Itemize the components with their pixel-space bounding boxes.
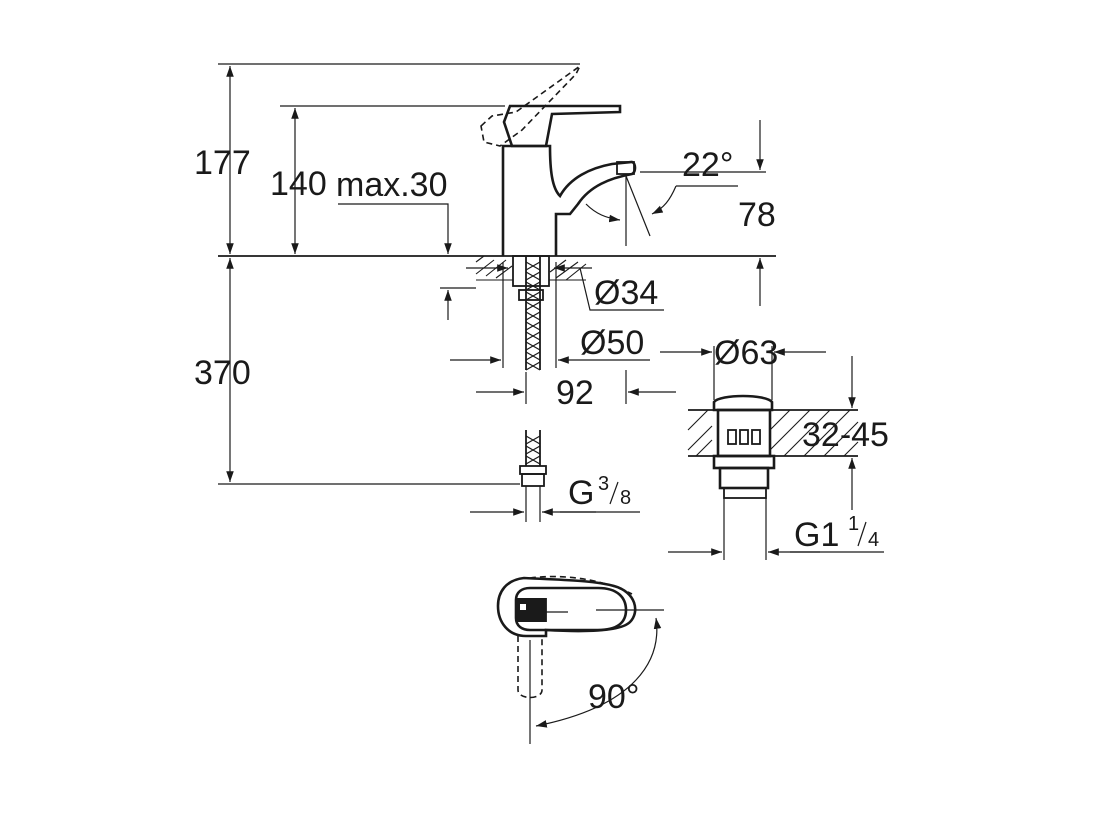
dim-spout-height: 78: [640, 120, 776, 306]
dim-lever-rotation-text: 90°: [588, 678, 639, 716]
dim-basin-thickness: 32-45: [802, 356, 889, 510]
faucet-side-view: [218, 65, 776, 371]
dim-hose-length-text: 370: [194, 354, 251, 392]
faucet-top-view: [496, 575, 664, 744]
braided-hose-upper: [525, 256, 541, 371]
dim-overall-height-text: 177: [194, 144, 251, 182]
dim-inlet-thread-num: 3: [598, 473, 609, 495]
waste-fitting: [687, 394, 859, 560]
dim-lever-height: 140: [270, 105, 505, 254]
dim-waste-thread-num: 1: [848, 513, 859, 535]
dim-waste-diameter: Ø63: [660, 334, 826, 400]
dim-waste-thread-prefix: G1: [794, 516, 839, 554]
dim-base-diameter-text: Ø50: [580, 324, 644, 362]
mounting-nut: [518, 289, 544, 301]
dim-lever-height-text: 140: [270, 165, 327, 203]
lever-handle: [502, 104, 622, 148]
dim-spout-reach: 92: [476, 370, 676, 412]
dim-spout-angle: 22°: [585, 146, 738, 246]
hose-end-fitting: [519, 430, 547, 522]
dim-waste-thread: G1 1 4: [668, 513, 884, 556]
dim-basin-thickness-text: 32-45: [802, 416, 889, 454]
dim-hole-diameter: Ø34: [466, 264, 664, 312]
dim-hole-diameter-text: Ø34: [594, 274, 658, 312]
dim-inlet-thread-prefix: G: [568, 474, 594, 512]
dim-waste-diameter-text: Ø63: [714, 334, 778, 372]
dim-deck-thickness: max.30: [336, 166, 476, 320]
faucet-body: [501, 144, 637, 256]
dim-inlet-thread: G 3 8: [470, 473, 640, 516]
dim-inlet-thread-den: 8: [620, 487, 631, 509]
dim-base-diameter: Ø50: [450, 262, 650, 368]
aerator: [616, 161, 635, 175]
dim-spout-angle-text: 22°: [682, 146, 733, 184]
mounting-shank: [512, 255, 550, 287]
dim-spout-height-text: 78: [738, 196, 776, 234]
dim-lever-rotation: 90°: [535, 617, 662, 728]
dim-overall-height: 177: [194, 63, 580, 254]
dim-deck-thickness-text: max.30: [336, 166, 448, 204]
dim-hose-length: 370: [194, 258, 520, 485]
dim-waste-thread-den: 4: [868, 529, 879, 551]
lever-raised-outline: [480, 65, 581, 147]
dim-spout-reach-text: 92: [556, 374, 594, 412]
deck-hatching: [475, 255, 587, 281]
